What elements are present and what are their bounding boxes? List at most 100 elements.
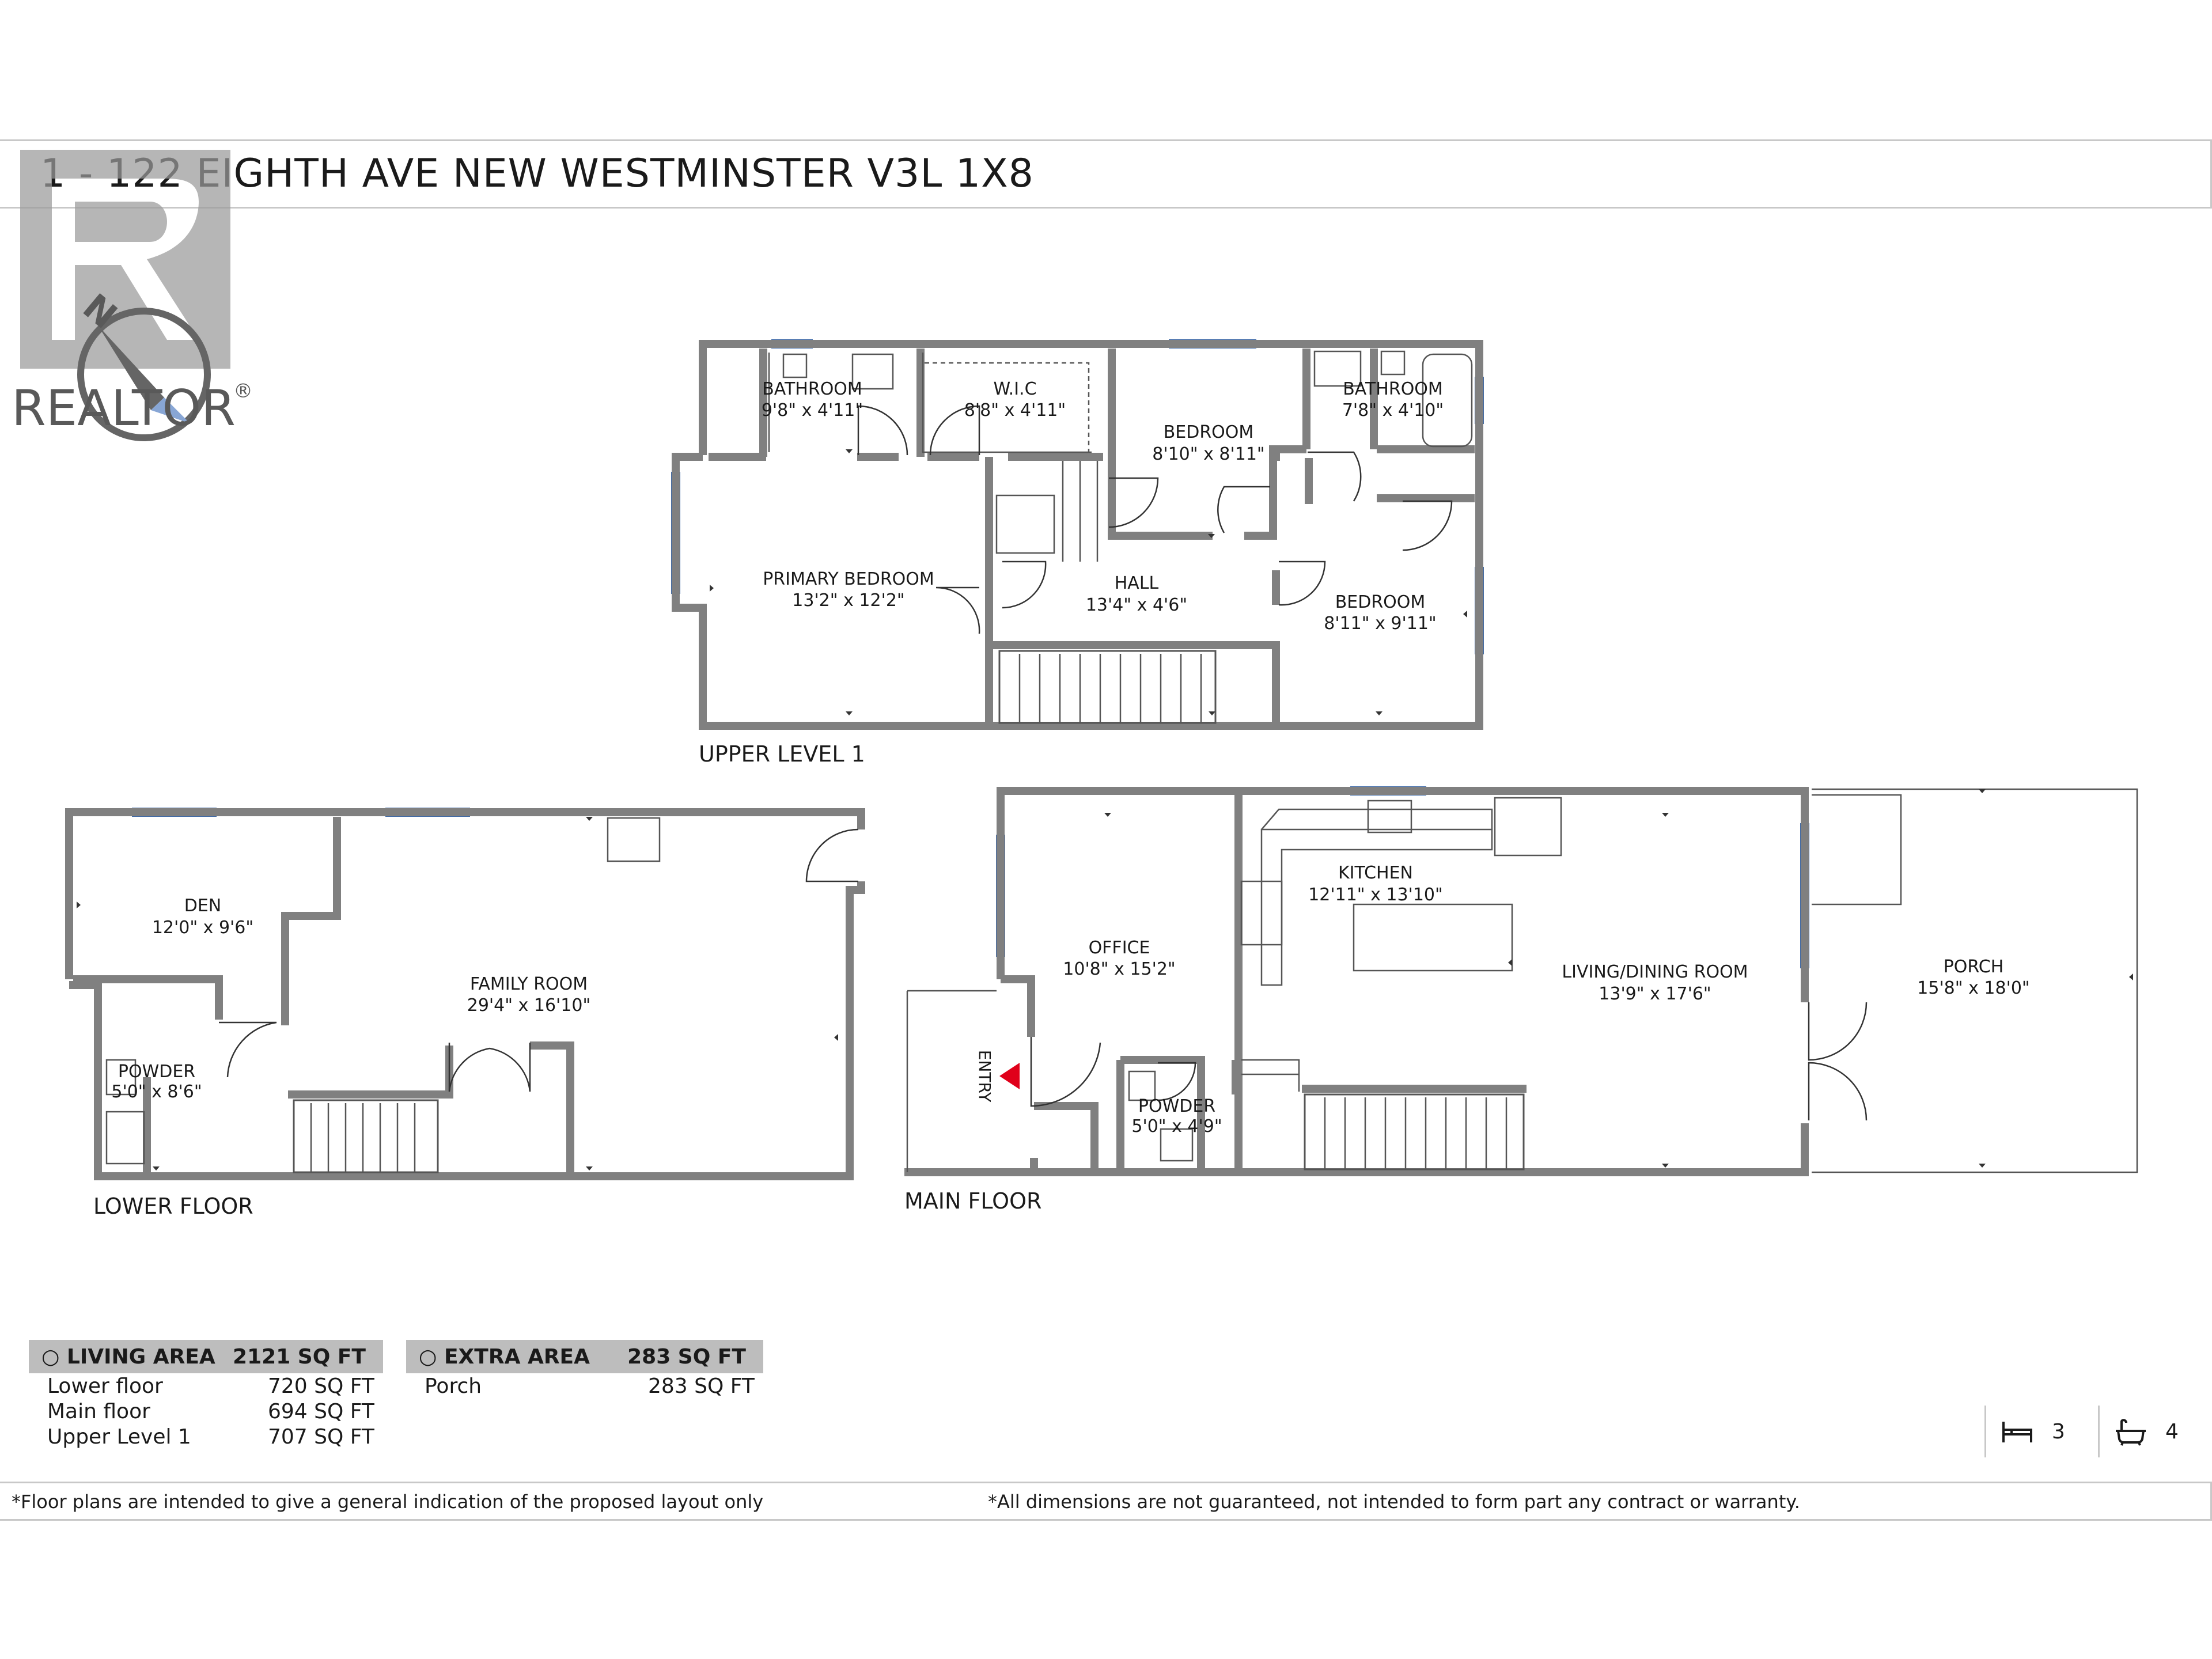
door-swing <box>1308 451 1362 502</box>
area-row-label: Lower floor <box>47 1374 163 1398</box>
wall-marks <box>77 449 2133 1171</box>
area-row-value: 720 SQ FT <box>268 1374 374 1398</box>
realtor-wordmark: REALTOR <box>12 380 236 437</box>
disclaimer-left: *Floor plans are intended to give a gene… <box>12 1491 764 1513</box>
sink <box>1160 1128 1194 1162</box>
upper-level-plan <box>671 339 1484 730</box>
wall <box>1302 349 1475 504</box>
kitchen-counter <box>1261 808 1493 830</box>
room-dimensions: 8'8" x 4'11" <box>964 400 1066 421</box>
room-name: PORCH <box>1944 957 2004 977</box>
extra-area-total: 283 SQ FT <box>627 1344 746 1369</box>
entry-label: ENTRY <box>975 1050 994 1103</box>
wall <box>768 353 1092 453</box>
registered-mark: ® <box>233 380 253 403</box>
area-row: Lower floor 720 SQ FT <box>29 1373 383 1399</box>
refrigerator <box>1494 797 1562 857</box>
room-name: BEDROOM <box>1335 592 1426 612</box>
bedroom-count-value: 3 <box>2052 1419 2065 1444</box>
area-row-value: 694 SQ FT <box>268 1399 374 1423</box>
room-dimensions: 5'0" x 4'9" <box>1131 1116 1222 1137</box>
title-bar <box>0 139 2212 209</box>
kitchen-island <box>1353 903 1513 972</box>
door-swing <box>448 1043 490 1092</box>
living-area-total: 2121 SQ FT <box>233 1344 366 1369</box>
porch-outline <box>1812 788 2138 1173</box>
area-row-label: Porch <box>425 1374 482 1398</box>
extra-area-header: ○ EXTRA AREA 283 SQ FT <box>406 1340 763 1373</box>
sink <box>851 353 894 390</box>
room-name: DEN <box>184 896 222 916</box>
main-stairs <box>1241 1059 1525 1171</box>
stove <box>1240 880 1283 946</box>
door-swing <box>929 405 980 456</box>
lower-outer-walls <box>65 808 865 1180</box>
room-dimensions: 15'8" x 18'0" <box>1917 978 2029 998</box>
sink <box>1313 350 1362 387</box>
main-room-labels: KITCHEN 12'11" x 13'10" OFFICE 10'8" x 1… <box>975 863 2030 1137</box>
toilet <box>782 353 808 378</box>
main-outer-walls <box>904 787 1809 1176</box>
wall <box>985 457 1280 726</box>
area-row-label: Main floor <box>47 1399 150 1423</box>
door-swing <box>1808 1002 1868 1061</box>
realtor-logo: N REALTOR ® <box>12 150 253 441</box>
bathroom-count-value: 4 <box>2165 1419 2179 1444</box>
door-swing <box>935 586 980 634</box>
bathroom-count: 4 <box>2098 1406 2211 1457</box>
living-area-table: ○ LIVING AREA 2121 SQ FT Lower floor 720 … <box>29 1340 383 1449</box>
door-swing <box>1278 560 1326 606</box>
room-name: LIVING/DINING ROOM <box>1562 962 1748 982</box>
wall <box>288 1041 574 1099</box>
room-dimensions: 13'9" x 17'6" <box>1599 984 1711 1004</box>
door-swing <box>1157 1062 1196 1101</box>
door-swing <box>1108 477 1159 528</box>
main-floor-plan <box>904 786 2138 1176</box>
room-name: BATHROOM <box>762 379 862 399</box>
room-dimensions: 12'11" x 13'10" <box>1308 885 1443 905</box>
door-swing <box>489 1043 531 1092</box>
shelving <box>1062 461 1099 562</box>
door-swing <box>857 405 908 456</box>
room-dimensions: 7'8" x 4'10" <box>1342 400 1444 421</box>
room-name: POWDER <box>1138 1096 1215 1116</box>
wall <box>759 349 1306 540</box>
living-area-title: ○ LIVING AREA <box>41 1344 215 1369</box>
compass-needle-icon <box>98 325 164 410</box>
lower-room-labels: DEN 12'0" x 9'6" FAMILY ROOM 29'4" x 16'… <box>111 896 590 1102</box>
room-dimensions: 12'0" x 9'6" <box>152 918 253 938</box>
room-counts: 3 4 <box>1984 1406 2211 1457</box>
room-dimensions: 29'4" x 16'10" <box>467 995 591 1016</box>
upper-room-labels: BATHROOM 9'8" x 4'11" W.I.C 8'8" x 4'11"… <box>762 379 1444 634</box>
entry-walls <box>906 990 997 1172</box>
room-dimensions: 9'8" x 4'11" <box>762 400 863 421</box>
kitchen-counter <box>1260 828 1493 986</box>
level-label-upper: UPPER LEVEL 1 <box>699 741 865 767</box>
disclaimer-bar <box>0 1482 2212 1521</box>
door-swing <box>1030 1037 1101 1107</box>
bathtub <box>1422 353 1473 448</box>
room-name: BEDROOM <box>1164 422 1254 442</box>
bed-icon <box>2002 1422 2032 1442</box>
closet-outline <box>925 362 1090 452</box>
area-row: Main floor 694 SQ FT <box>29 1399 383 1424</box>
room-name: OFFICE <box>1089 938 1150 958</box>
level-label-lower: LOWER FLOOR <box>93 1194 253 1219</box>
room-dimensions: 13'4" x 4'6" <box>1086 595 1187 615</box>
entry-arrow-icon <box>999 1063 1020 1089</box>
disclaimer-right: *All dimensions are not guaranteed, not … <box>988 1491 1800 1513</box>
room-name: POWDER <box>118 1062 195 1082</box>
lower-stairs <box>293 1099 439 1173</box>
room-name: BATHROOM <box>1343 379 1443 399</box>
room-dimensions: 5'0" x 8'6" <box>111 1082 202 1102</box>
door-swing <box>1808 1062 1868 1121</box>
bathtub-icon <box>2116 1419 2146 1446</box>
area-row-value: 707 SQ FT <box>268 1425 374 1449</box>
room-name: PRIMARY BEDROOM <box>763 569 934 589</box>
door-swing <box>1402 500 1453 551</box>
wall <box>1030 795 1527 1169</box>
